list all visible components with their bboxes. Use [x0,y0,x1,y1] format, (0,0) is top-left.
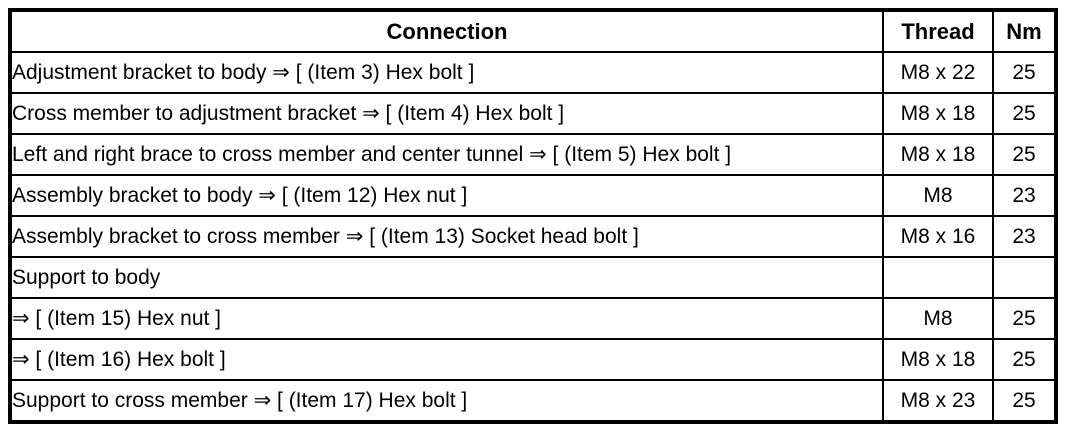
thread-cell: M8 x 22 [882,51,994,94]
nm-cell: 25 [992,338,1057,381]
table-row: ⇒ [ (Item 16) Hex bolt ] M8 x 18 25 [9,338,1057,381]
column-header-nm: Nm [992,9,1057,53]
nm-cell: 25 [992,133,1057,176]
table-header: Connection Thread Nm [9,9,1057,53]
thread-cell: M8 [882,297,994,340]
connection-cell: Assembly bracket to body ⇒ [ (Item 12) H… [9,174,884,217]
connection-cell: ⇒ [ (Item 15) Hex nut ] [9,297,884,340]
thread-cell [882,256,994,299]
connection-cell: ⇒ [ (Item 16) Hex bolt ] [9,338,884,381]
connection-cell: Adjustment bracket to body ⇒ [ (Item 3) … [9,51,884,94]
nm-cell: 25 [992,297,1057,340]
nm-cell: 25 [992,379,1057,423]
table-row: Assembly bracket to body ⇒ [ (Item 12) H… [9,174,1057,217]
nm-cell: 25 [992,51,1057,94]
table-row: Cross member to adjustment bracket ⇒ [ (… [9,92,1057,135]
table-row: Assembly bracket to cross member ⇒ [ (It… [9,215,1057,258]
torque-spec-table: Connection Thread Nm Adjustment bracket … [8,8,1058,424]
column-header-connection: Connection [9,9,884,53]
table-row: Support to body [9,256,1057,299]
connection-cell: Support to cross member ⇒ [ (Item 17) He… [9,379,884,423]
connection-cell: Left and right brace to cross member and… [9,133,884,176]
thread-cell: M8 x 23 [882,379,994,423]
thread-cell: M8 x 16 [882,215,994,258]
table-body: Adjustment bracket to body ⇒ [ (Item 3) … [9,51,1057,423]
table-row: Adjustment bracket to body ⇒ [ (Item 3) … [9,51,1057,94]
table-row: Support to cross member ⇒ [ (Item 17) He… [9,379,1057,423]
table-row: ⇒ [ (Item 15) Hex nut ] M8 25 [9,297,1057,340]
nm-cell: 23 [992,174,1057,217]
connection-cell: Assembly bracket to cross member ⇒ [ (It… [9,215,884,258]
nm-cell: 25 [992,92,1057,135]
header-row: Connection Thread Nm [9,9,1057,53]
column-header-thread: Thread [882,9,994,53]
connection-cell: Support to body [9,256,884,299]
connection-cell: Cross member to adjustment bracket ⇒ [ (… [9,92,884,135]
table-row: Left and right brace to cross member and… [9,133,1057,176]
nm-cell: 23 [992,215,1057,258]
thread-cell: M8 x 18 [882,133,994,176]
thread-cell: M8 [882,174,994,217]
thread-cell: M8 x 18 [882,92,994,135]
nm-cell [992,256,1057,299]
thread-cell: M8 x 18 [882,338,994,381]
